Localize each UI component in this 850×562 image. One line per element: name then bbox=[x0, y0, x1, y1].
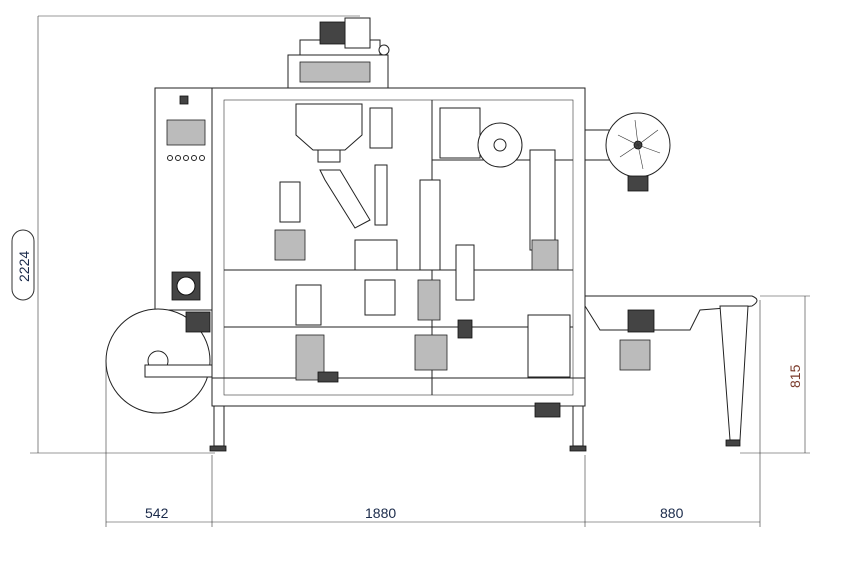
dim-main-frame: 1880 bbox=[365, 505, 396, 521]
conveyor-height-dimension bbox=[740, 295, 810, 454]
dim-overall-height: 2224 bbox=[16, 251, 32, 282]
label-applicator bbox=[439, 107, 571, 418]
height-dimension bbox=[11, 15, 360, 454]
dim-conveyor: 880 bbox=[660, 505, 684, 521]
width-dimensions bbox=[105, 300, 761, 527]
main-frame bbox=[209, 87, 587, 452]
dim-conveyor-height: 815 bbox=[787, 364, 803, 388]
left-reel bbox=[105, 308, 213, 414]
filling-assembly bbox=[274, 103, 398, 383]
outfeed-conveyor bbox=[584, 295, 758, 447]
control-cabinet bbox=[154, 87, 213, 311]
dim-left-reel: 542 bbox=[145, 505, 169, 521]
right-reel bbox=[584, 112, 671, 192]
top-motor-unit bbox=[287, 17, 390, 89]
centre-cylinders bbox=[414, 179, 475, 371]
